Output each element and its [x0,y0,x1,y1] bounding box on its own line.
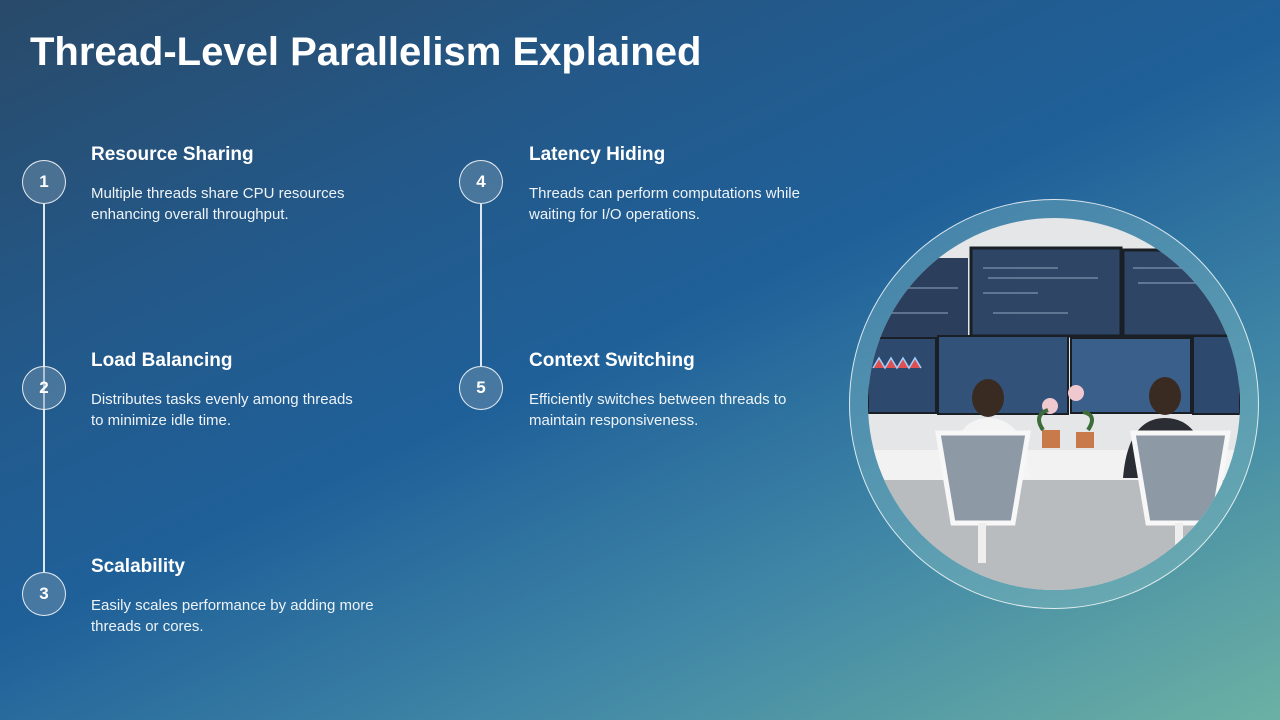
item-load-balancing: Load Balancing Distributes tasks evenly … [91,350,361,431]
item-resource-sharing: Resource Sharing Multiple threads share … [91,144,351,225]
step-number-4: 4 [459,160,503,204]
item-description: Distributes tasks evenly among threads t… [91,391,353,429]
item-description: Threads can perform computations while w… [529,185,800,223]
step-number-1: 1 [22,160,66,204]
item-heading: Resource Sharing [91,144,254,165]
item-context-switching: Context Switching Efficiently switches b… [529,350,819,431]
item-heading: Latency Hiding [529,144,666,165]
item-latency-hiding: Latency Hiding Threads can perform compu… [529,144,819,225]
item-heading: Scalability [91,556,185,577]
item-description: Multiple threads share CPU resources enh… [91,185,345,223]
item-description: Efficiently switches between threads to … [529,391,787,429]
item-heading: Load Balancing [91,350,233,371]
item-description: Easily scales performance by adding more… [91,597,374,635]
step-number-3: 3 [22,572,66,616]
page-title: Thread-Level Parallelism Explained [30,30,702,74]
item-scalability: Scalability Easily scales performance by… [91,556,391,637]
step-number-2: 2 [22,366,66,410]
timeline-line-right [480,204,482,366]
item-heading: Context Switching [529,350,695,371]
office-monitors-image [868,218,1240,590]
step-number-5: 5 [459,366,503,410]
